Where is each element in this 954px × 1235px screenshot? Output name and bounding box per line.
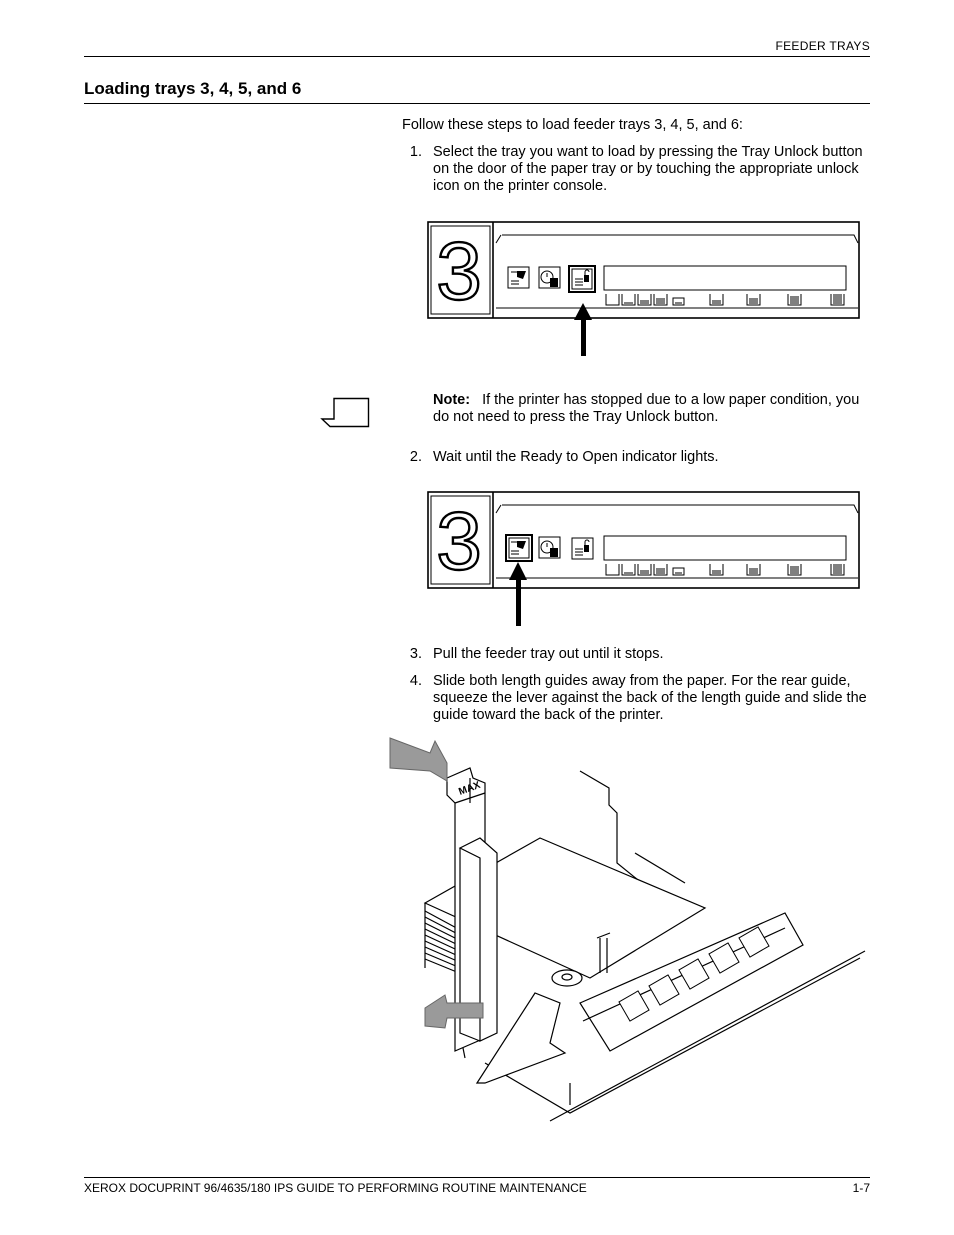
title-rule xyxy=(84,103,870,104)
ready-to-open-icon xyxy=(507,266,530,289)
footer-doc-title: XEROX DOCUPRINT 96/4635/180 IPS GUIDE TO… xyxy=(84,1181,587,1195)
note-text: If the printer has stopped due to a low … xyxy=(433,392,860,425)
running-header: FEEDER TRAYS xyxy=(775,39,870,53)
tray-panel-figure-1: 3 xyxy=(427,221,860,356)
clock-icon xyxy=(538,266,561,289)
feeder-tray-illustration: MAX xyxy=(389,737,866,1122)
step-text: Slide both length guides away from the p… xyxy=(433,673,867,723)
step-number: 2. xyxy=(409,449,422,465)
tray-number: 3 xyxy=(436,496,482,587)
unlock-icon xyxy=(568,265,596,293)
intro-text: Follow these steps to load feeder trays … xyxy=(402,117,743,133)
header-rule xyxy=(84,56,870,57)
section-title: Loading trays 3, 4, 5, and 6 xyxy=(84,79,302,98)
step-text: Select the tray you want to load by pres… xyxy=(433,144,863,194)
tray-number: 3 xyxy=(436,226,482,317)
paper-level-icons xyxy=(605,564,845,576)
front-guide-direction-arrow xyxy=(424,994,484,1029)
pointer-arrow xyxy=(574,303,592,356)
unlock-icon xyxy=(571,537,594,560)
tray-panel-figure-2: 3 xyxy=(427,491,860,626)
rear-guide-direction-arrow xyxy=(389,737,448,782)
step-number: 1. xyxy=(409,144,422,160)
paper-level-icons xyxy=(605,294,845,306)
step-text: Pull the feeder tray out until it stops. xyxy=(433,646,664,662)
step-number: 4. xyxy=(409,673,422,689)
clock-icon xyxy=(538,536,561,559)
message-display xyxy=(603,265,847,291)
note-icon xyxy=(320,397,370,428)
message-display xyxy=(603,535,847,561)
step-number: 3. xyxy=(409,646,422,662)
note: Note:If the printer has stopped due to a… xyxy=(433,392,873,426)
note-label: Note: xyxy=(433,392,471,408)
pointer-arrow xyxy=(509,562,527,626)
step-text: Wait until the Ready to Open indicator l… xyxy=(433,449,719,465)
ready-to-open-icon xyxy=(505,534,533,562)
page-number: 1-7 xyxy=(852,1181,870,1195)
footer-rule xyxy=(84,1177,870,1178)
